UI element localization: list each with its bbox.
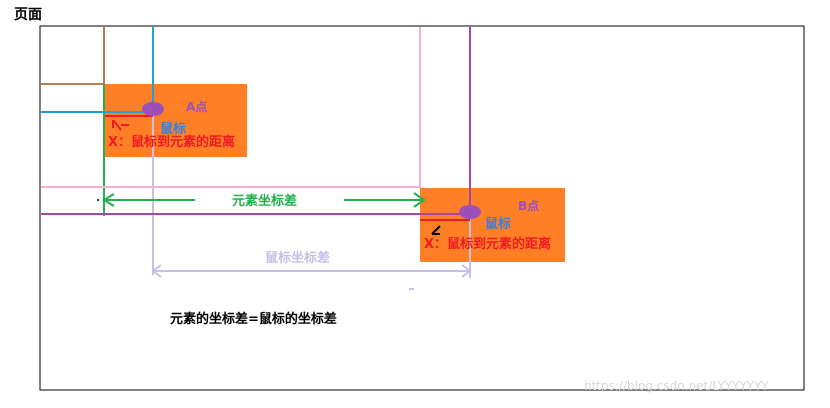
mouse-b-dot <box>459 205 481 219</box>
watermark: https://blog.csdn.net/LYYYYYYY <box>584 379 769 393</box>
mouse-diff-arrowhead-right <box>461 264 472 278</box>
element-b-label: B点 <box>518 198 539 213</box>
conclusion-text: 元素的坐标差=鼠标的坐标差 <box>170 311 337 327</box>
page-frame <box>39 25 805 391</box>
distance-b-label: X：鼠标到元素的距离 <box>424 236 551 252</box>
distance-b-pointer <box>431 225 441 235</box>
element-b-box <box>420 188 565 262</box>
mouse-a-label: 鼠标 <box>160 121 186 137</box>
mouse-diff-arrowhead-left <box>151 264 162 278</box>
element-a-box <box>105 84 247 157</box>
mouse-b-label: 鼠标 <box>485 216 511 232</box>
mouse-a-dot <box>142 102 164 116</box>
page-title: 页面 <box>14 7 42 23</box>
element-diff-label: 元素坐标差 <box>232 193 297 209</box>
distance-a-label: X：鼠标到元素的距离 <box>108 134 235 150</box>
element-diff-arrowhead-right <box>413 192 426 208</box>
distance-a-pointer <box>112 119 129 131</box>
mouse-diff-label: 鼠标坐标差 <box>265 250 330 266</box>
element-diff-arrowhead-left <box>102 193 115 207</box>
element-a-label: A点 <box>186 99 207 114</box>
